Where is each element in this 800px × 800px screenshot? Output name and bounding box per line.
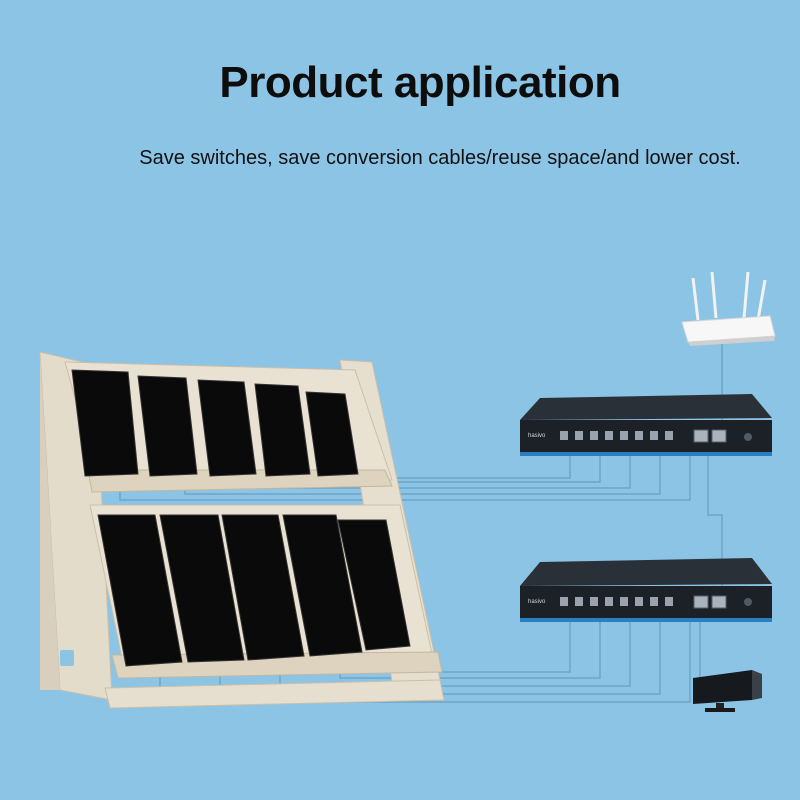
phone [71,369,139,477]
router-icon [681,271,776,346]
switch-brand-label: hasivo [528,433,546,439]
phone [305,391,359,477]
phone [254,383,311,477]
phone [337,519,411,651]
phone-rack-icon [39,351,445,709]
ethernet-ports [560,431,673,440]
phone [221,514,305,661]
monitor-icon [693,670,762,712]
network-switch: hasivo [520,394,772,456]
phone [159,514,245,663]
network-switch: hasivo [520,558,772,622]
phone [97,514,183,667]
page-subtitle: Save switches, save conversion cables/re… [139,147,741,169]
phone [197,379,257,477]
page-title: Product application [219,58,621,107]
ethernet-ports [560,597,673,606]
cables [119,340,723,703]
switch-brand-label: hasivo [528,599,546,605]
phone [282,514,363,657]
phone [137,375,198,477]
